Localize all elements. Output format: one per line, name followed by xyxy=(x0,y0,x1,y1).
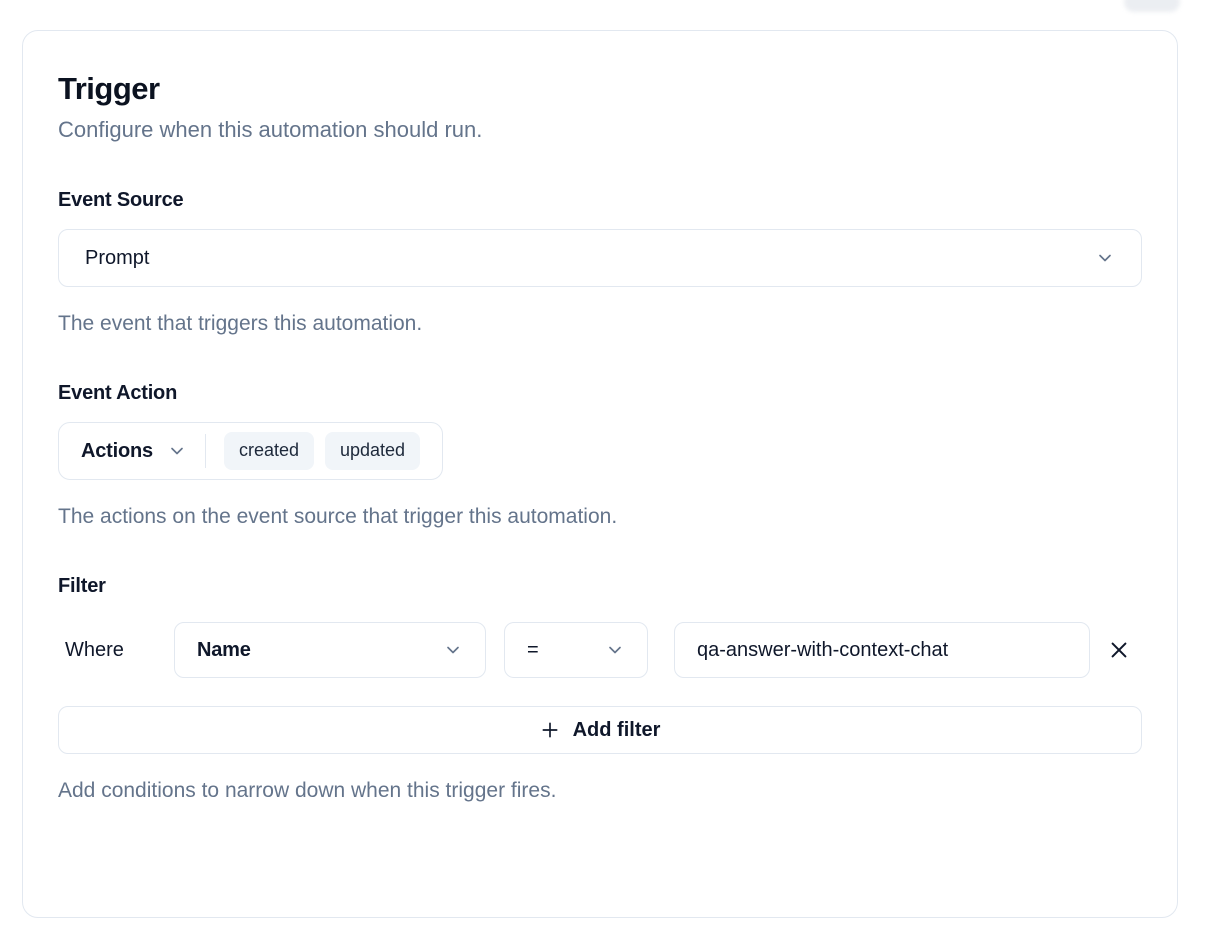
filter-section: Filter Where Name = Add filter xyxy=(58,575,1142,803)
close-icon xyxy=(1111,642,1127,658)
selected-actions: created updated xyxy=(223,432,421,470)
filter-help: Add conditions to narrow down when this … xyxy=(58,779,557,802)
filter-operator-select[interactable]: = xyxy=(504,622,648,678)
trigger-card: Trigger Configure when this automation s… xyxy=(22,30,1178,918)
event-action-box: Actions created updated xyxy=(58,422,444,480)
chevron-down-icon xyxy=(171,447,183,455)
page-title: Trigger xyxy=(58,71,160,106)
add-filter-label: Add filter xyxy=(572,718,661,741)
filter-field-value: Name xyxy=(197,638,251,661)
filter-value-input[interactable] xyxy=(674,622,1090,678)
chevron-down-icon xyxy=(1099,254,1111,262)
event-action-help: The actions on the event source that tri… xyxy=(58,505,618,528)
actions-dropdown[interactable]: Actions xyxy=(81,440,187,463)
chevron-down-icon xyxy=(447,646,459,654)
filter-row-prefix: Where xyxy=(65,638,124,661)
event-source-select[interactable]: Prompt xyxy=(58,229,1142,287)
plus-icon xyxy=(542,722,558,738)
filter-field-select[interactable]: Name xyxy=(174,622,486,678)
cropped-element xyxy=(1124,0,1180,12)
event-source-selected-value: Prompt xyxy=(85,246,150,269)
filter-label: Filter xyxy=(58,575,106,597)
event-source-help: The event that triggers this automation. xyxy=(58,312,423,335)
action-chip-created: created xyxy=(223,432,314,470)
event-source-label: Event Source xyxy=(58,189,184,211)
remove-filter-button[interactable] xyxy=(1096,627,1142,673)
filter-operator-value: = xyxy=(527,638,539,661)
divider xyxy=(204,434,206,468)
actions-dropdown-label: Actions xyxy=(81,439,153,462)
chevron-down-icon xyxy=(609,646,621,654)
event-action-section: Event Action Actions created updated The… xyxy=(58,382,1142,529)
event-action-label: Event Action xyxy=(58,382,178,404)
add-filter-button[interactable]: Add filter xyxy=(58,706,1142,754)
filter-row: Where Name = xyxy=(58,622,1142,678)
action-chip-updated: updated xyxy=(325,432,421,470)
event-source-section: Event Source Prompt The event that trigg… xyxy=(58,189,1142,336)
page-subtitle: Configure when this automation should ru… xyxy=(58,117,483,142)
